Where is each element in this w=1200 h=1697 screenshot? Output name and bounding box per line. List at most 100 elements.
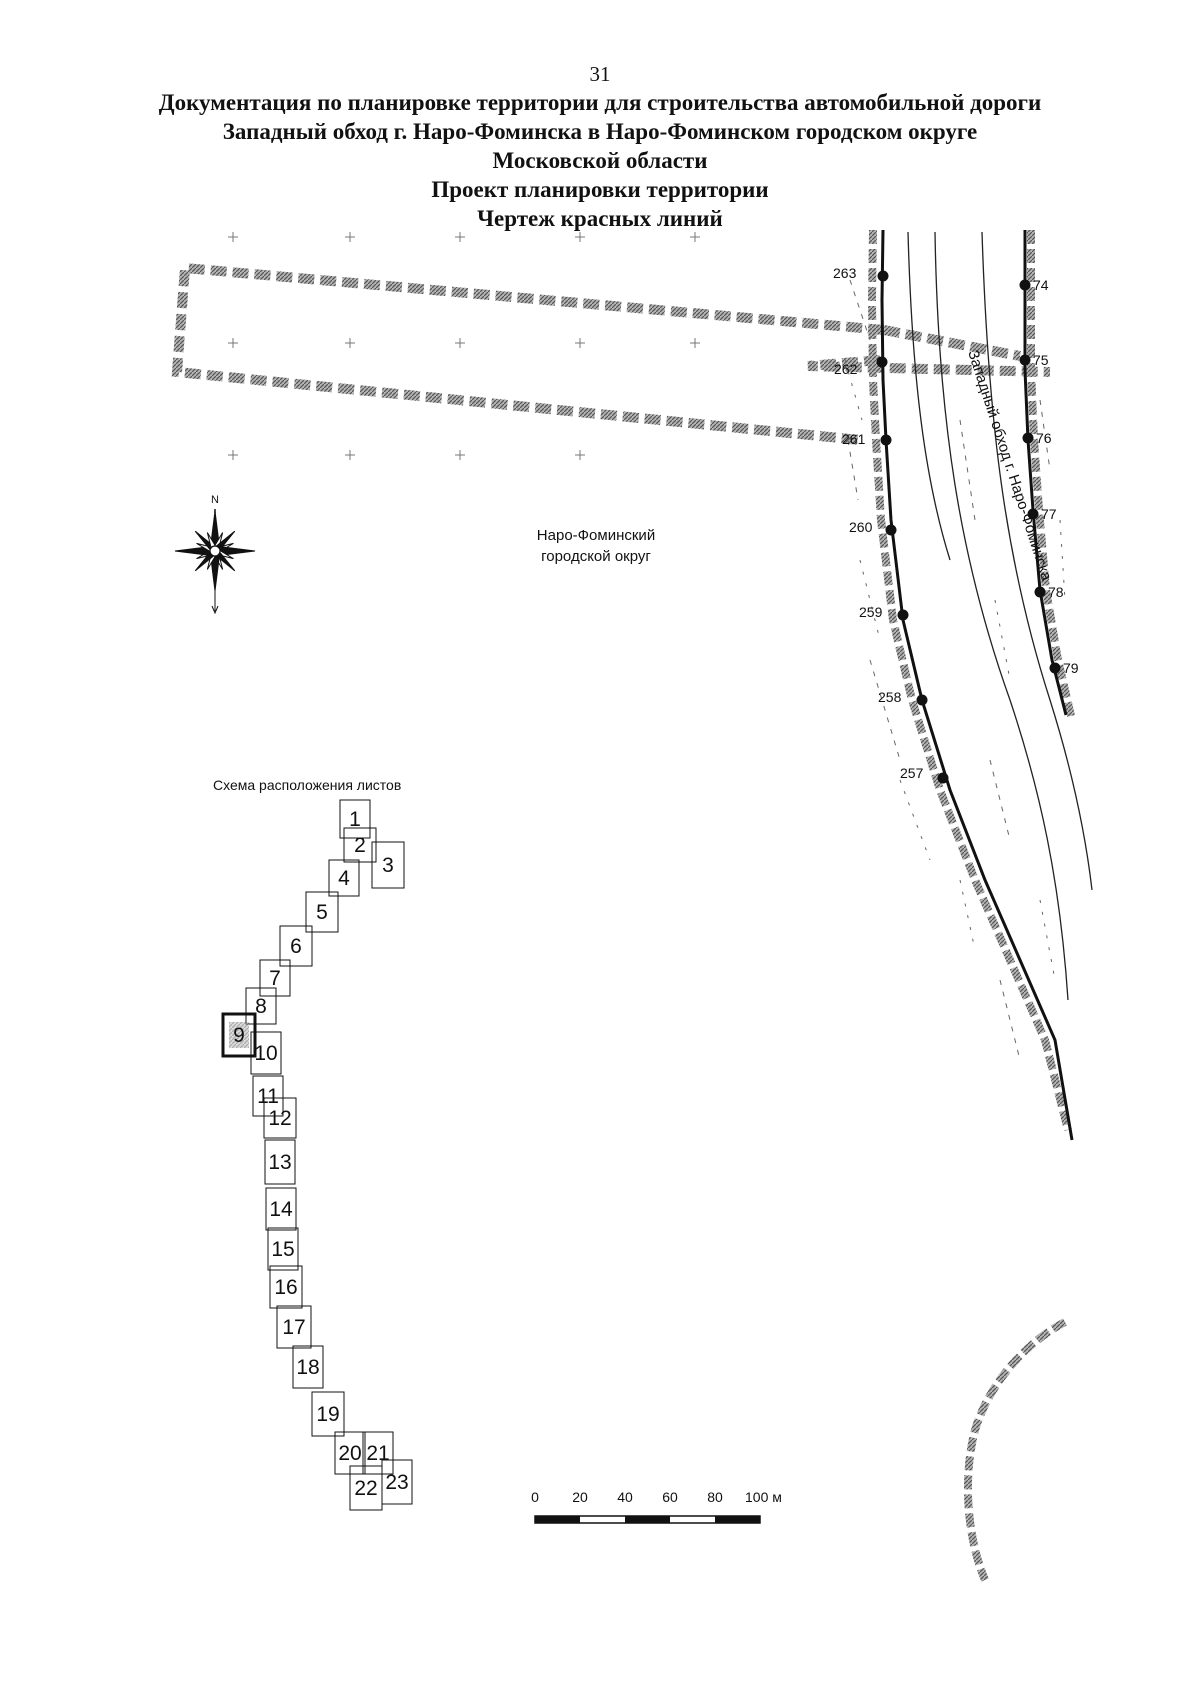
sheet-number: 22 xyxy=(354,1477,377,1500)
red-line-point-label: 79 xyxy=(1063,660,1079,676)
page-number: 31 xyxy=(589,62,611,86)
sheet-box-5: 5 xyxy=(305,891,339,933)
sheet-box-9: 9 xyxy=(221,1012,257,1058)
red-line-point xyxy=(937,772,949,784)
sheet-number: 18 xyxy=(296,1356,319,1379)
sheet-box-18: 18 xyxy=(292,1345,324,1389)
red-line-point-label: 261 xyxy=(842,431,866,447)
sheet-number: 1 xyxy=(349,808,361,831)
sheet-number: 3 xyxy=(382,854,394,877)
sheet-box-4: 4 xyxy=(328,859,360,897)
sheet-box-7: 7 xyxy=(259,959,291,997)
district-label-line-1: Наро-Фоминский xyxy=(537,527,655,544)
sheet-number: 9 xyxy=(233,1024,245,1047)
scale-tick-label: 0 xyxy=(531,1489,539,1505)
red-line-point xyxy=(877,270,889,282)
road-label: Западный обход г. Наро-Фоминска xyxy=(964,348,1055,583)
red-line-point xyxy=(880,434,892,446)
sheet-box-6: 6 xyxy=(279,925,313,967)
red-line-point xyxy=(897,609,909,621)
sheet-number: 6 xyxy=(290,935,302,958)
scale-tick-label: 40 xyxy=(617,1489,633,1505)
grid-crosses xyxy=(228,232,700,460)
sheet-box-2: 2 xyxy=(343,827,377,863)
red-line-point xyxy=(876,356,888,368)
zone-boundary xyxy=(171,262,1051,445)
title-line-2: Западный обход г. Наро-Фоминска в Наро-Ф… xyxy=(222,119,978,144)
sheet-scheme-title: Схема расположения листов xyxy=(213,777,401,793)
sheet-box-11: 11 xyxy=(252,1075,284,1117)
title-line-3: Московской области xyxy=(492,148,708,173)
scale-bar: 0 20 40 60 80 100 м xyxy=(531,1489,782,1524)
sheet-box-15: 15 xyxy=(267,1227,299,1271)
sheet-number: 14 xyxy=(269,1198,293,1221)
sheet-number: 16 xyxy=(274,1276,297,1299)
red-line-point xyxy=(1027,508,1039,520)
red-line-point-label: 257 xyxy=(900,765,924,781)
sheet-number: 4 xyxy=(338,867,350,890)
red-line-point xyxy=(1022,432,1034,444)
terrain-marks xyxy=(844,279,1066,1061)
red-line-point-label: 259 xyxy=(859,604,883,620)
sheet-number: 12 xyxy=(268,1107,291,1130)
sheet-box-13: 13 xyxy=(264,1139,296,1185)
sheet-number: 21 xyxy=(366,1442,389,1465)
sheet-number: 23 xyxy=(385,1471,408,1494)
red-line-point-label: 258 xyxy=(878,689,902,705)
district-label-line-2: городской округ xyxy=(541,548,651,565)
sheet-box-1: 1 xyxy=(339,799,371,839)
title-line-1: Документация по планировке территории дл… xyxy=(158,90,1042,115)
red-line-point-label: 74 xyxy=(1033,277,1049,293)
red-line-points-right: 74 75 76 77 78 79 xyxy=(1019,277,1079,676)
sheet-number: 8 xyxy=(255,995,267,1018)
sheet-box-22: 22 xyxy=(349,1465,383,1511)
red-line-point-label: 263 xyxy=(833,265,857,281)
sheet-box-10: 10 xyxy=(250,1031,282,1075)
red-line-points-left: 263 262 261 260 259 258 257 xyxy=(833,265,949,784)
sheet-number: 2 xyxy=(354,834,366,857)
title-line-4: Проект планировки территории xyxy=(431,177,769,202)
red-line-point-label: 262 xyxy=(834,361,858,377)
sheet-number: 11 xyxy=(257,1085,279,1108)
scale-tick-label: 20 xyxy=(572,1489,588,1505)
red-line-point xyxy=(1019,354,1031,366)
sheet-box-19: 19 xyxy=(311,1391,345,1437)
scale-tick-label: 100 м xyxy=(745,1489,782,1505)
compass-rose-icon: N xyxy=(174,494,256,615)
red-line-point-label: 75 xyxy=(1033,352,1049,368)
sheet-box-23: 23 xyxy=(381,1459,413,1505)
north-letter: N xyxy=(211,494,219,506)
red-line-point-label: 76 xyxy=(1036,430,1052,446)
red-line-point xyxy=(1049,662,1061,674)
red-line-point xyxy=(916,694,928,706)
red-line-point-label: 260 xyxy=(849,519,873,535)
sheet-number: 10 xyxy=(254,1042,277,1065)
sheet-box-3: 3 xyxy=(371,841,405,889)
red-line-point xyxy=(1019,279,1031,291)
sheet-number: 20 xyxy=(338,1442,361,1465)
title-line-5: Чертеж красных линий xyxy=(477,206,723,231)
sheet-box-14: 14 xyxy=(265,1187,297,1231)
sheet-number: 5 xyxy=(316,901,328,924)
sheet-box-16: 16 xyxy=(269,1265,303,1309)
sheet-number: 15 xyxy=(271,1238,294,1261)
sheet-box-8: 8 xyxy=(245,987,277,1025)
road-carriageway xyxy=(907,231,1093,1001)
red-line-point-label: 78 xyxy=(1048,584,1064,600)
sheet-box-21: 21 xyxy=(362,1431,394,1475)
sheet-number: 17 xyxy=(282,1316,305,1339)
scale-tick-label: 80 xyxy=(707,1489,723,1505)
red-line-hatching xyxy=(867,229,1076,1582)
document-title: Документация по планировке территории дл… xyxy=(0,88,1200,233)
sheet-number: 7 xyxy=(269,967,281,990)
red-line-point-label: 77 xyxy=(1041,506,1057,522)
sheet-box-17: 17 xyxy=(276,1305,312,1349)
sheet-number: 13 xyxy=(268,1151,291,1174)
red-line-point xyxy=(1034,586,1046,598)
scale-tick-label: 60 xyxy=(662,1489,678,1505)
sheet-box-12: 12 xyxy=(263,1097,297,1139)
red-line-point xyxy=(885,524,897,536)
